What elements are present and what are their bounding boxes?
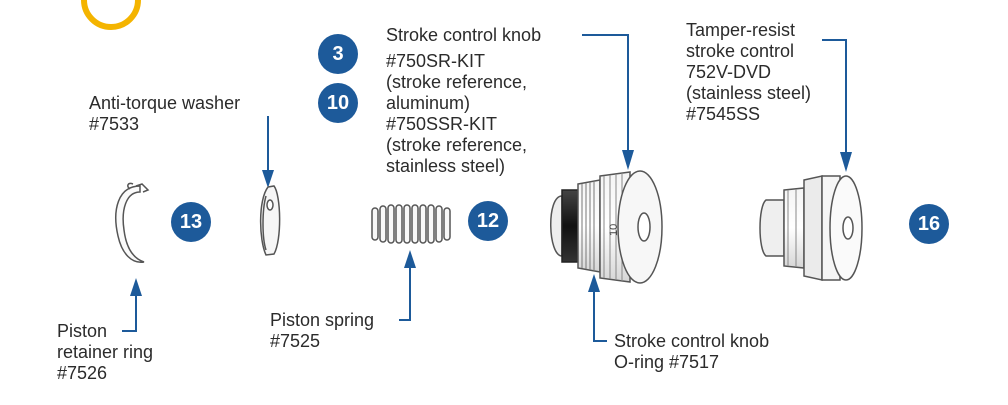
tamper-line: stroke control: [686, 41, 795, 61]
leader-spring: [399, 258, 411, 321]
piston-spring-label: Piston spring #7525: [270, 310, 374, 352]
piston-retainer-ring-part: [115, 182, 150, 263]
kit-line: (stroke reference,: [386, 135, 528, 155]
o-ring-label: Stroke control knob O-ring #7517: [614, 331, 769, 373]
tamper-resist-stroke-control-part: [759, 175, 863, 281]
badge-13: 13: [171, 202, 211, 242]
anti-torque-washer-label: Anti-torque washer #7533: [89, 93, 240, 135]
leader-tamper: [822, 39, 847, 162]
badge-10: 10: [318, 83, 358, 123]
kit-line: #750SR-KIT: [386, 51, 486, 71]
tamper-line: Tamper-resist: [686, 20, 796, 40]
svg-text:10: 10: [608, 224, 620, 236]
badge-16: 16: [909, 204, 949, 244]
piston-retainer-ring-label: Piston retainer ring #7526: [57, 321, 153, 384]
leader-oring: [593, 282, 607, 342]
stroke-control-kit-list: #750SR-KIT (stroke reference, aluminum) …: [386, 51, 527, 177]
tamper-line: 752V-DVD: [686, 62, 772, 82]
piston-line: retainer ring: [57, 342, 154, 362]
kit-line: aluminum): [386, 93, 471, 113]
stroke-control-knob-label: Stroke control knob: [386, 25, 541, 46]
spring-line: #7525: [270, 331, 321, 351]
stroke-control-knob-title: Stroke control knob: [386, 25, 542, 45]
anti-torque-washer-part: [259, 185, 281, 256]
washer-line: #7533: [89, 114, 140, 134]
oring-line: Stroke control knob: [614, 331, 770, 351]
tamper-resist-label: Tamper-resist stroke control 752V-DVD (s…: [686, 20, 811, 125]
washer-line: Anti-torque washer: [89, 93, 241, 113]
badge-12: 12: [468, 201, 508, 241]
badge-3: 3: [318, 34, 358, 74]
leader-piston-ring: [122, 286, 137, 332]
piston-line: Piston: [57, 321, 108, 341]
stroke-control-knob-part: 10: [550, 170, 663, 284]
oring-line: O-ring #7517: [614, 352, 720, 372]
kit-line: (stroke reference,: [386, 72, 528, 92]
logo-icon: [81, 0, 141, 30]
o-ring-part: [561, 189, 579, 263]
leader-lines: [122, 34, 852, 342]
kit-line: #750SSR-KIT: [386, 114, 498, 134]
tamper-line: (stainless steel): [686, 83, 812, 103]
piston-line: #7526: [57, 363, 108, 383]
piston-spring-part: [371, 204, 451, 244]
leader-stroke-knob: [582, 34, 629, 160]
kit-line: stainless steel): [386, 156, 506, 176]
spring-line: Piston spring: [270, 310, 375, 330]
tamper-line: #7545SS: [686, 104, 761, 124]
